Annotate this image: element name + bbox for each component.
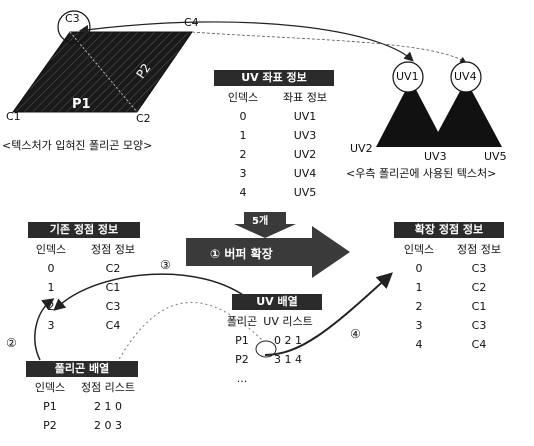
expanded-table-header-vertex: 정점 정보 (457, 243, 501, 256)
base-table-index-column: 인덱스 0 1 2 3 (22, 240, 80, 335)
uv-array-cell (252, 369, 324, 388)
uv-table-cell: 1 (239, 129, 247, 142)
uv-array-header-polygon: 폴리곤 (226, 315, 258, 328)
uv4-label: UV4 (454, 70, 477, 83)
expanded-table-cell: C2 (471, 281, 487, 294)
texture-triangle-left (376, 80, 446, 147)
base-table-cell: C2 (105, 262, 121, 275)
expanded-table-cell: 4 (415, 338, 423, 351)
uv-table-header-coord: 좌표 정보 (283, 91, 327, 104)
expanded-table-cell: C1 (471, 300, 487, 313)
uv5-label: UV5 (484, 150, 507, 163)
expanded-table-cell: C4 (471, 338, 487, 351)
uv-table-cell: 3 (239, 167, 247, 180)
step4-arrow (264, 272, 393, 356)
polygon-array-index-column: 인덱스 P1 P2 (20, 378, 80, 435)
uv-table-cell: UV3 (293, 129, 317, 142)
expanded-table-header-index: 인덱스 (403, 243, 435, 256)
uv-list-highlight (255, 340, 277, 358)
uv-array-polygon-column: 폴리곤 P1 P2 ... (214, 312, 270, 388)
uv-table-cell: UV2 (293, 148, 317, 161)
polygon-caption: <텍스처가 입혀진 폴리곤 모양> (2, 139, 153, 152)
expanded-table-vertex-column: 정점 정보 C3 C2 C1 C3 C4 (448, 240, 510, 354)
base-table-cell: C1 (105, 281, 121, 294)
polygon-array-title: 폴리곤 배열 (26, 361, 138, 377)
polygon-array-cell: P2 (43, 419, 57, 432)
uv-table-cell: 4 (239, 186, 247, 199)
expanded-table-cell: 1 (415, 281, 423, 294)
texture-caption: <우측 폴리곤에 사용된 텍스처> (346, 167, 497, 180)
expanded-table-cell: 0 (415, 262, 423, 275)
polygon-array-cell: P1 (43, 400, 57, 413)
polygon-array-header-vertex: 정점 리스트 (80, 381, 136, 394)
corner-label-c3: C3 (65, 12, 80, 25)
texture-triangle-right (430, 80, 502, 147)
uv-array-list-column: UV 리스트 0 2 1 3 1 4 (252, 312, 324, 388)
uv-table-coord-column: 좌표 정보 UV1 UV3 UV2 UV4 UV5 (274, 88, 336, 202)
uv-array-title: UV 배열 (232, 294, 322, 310)
textured-polygon (12, 31, 193, 113)
corner-label-c2: C2 (136, 112, 151, 125)
uv2-label: UV2 (350, 142, 373, 155)
uv3-label: UV3 (424, 150, 447, 163)
buffer-expand-arrow (186, 226, 350, 278)
base-table-cell: 3 (47, 319, 55, 332)
expand-step-label: ① 버퍼 확장 (210, 247, 273, 261)
expanded-table-title: 확장 정점 정보 (394, 222, 504, 238)
step2-marker: ② (6, 336, 17, 350)
step3-marker: ③ (160, 258, 171, 272)
expanded-table-index-column: 인덱스 0 1 2 3 4 (390, 240, 448, 354)
expanded-table-cell: C3 (471, 262, 487, 275)
polygon-array-vertex-column: 정점 리스트 2 1 0 2 0 3 (72, 378, 144, 435)
polygon-array-cell: 2 0 3 (94, 419, 122, 432)
uv-array-header-list: UV 리스트 (263, 315, 313, 328)
base-table-cell: 0 (47, 262, 55, 275)
base-table-vertex-column: 정점 정보 C2 C1 C3 C4 (82, 240, 144, 335)
polygon-array-cell: 2 1 0 (94, 400, 122, 413)
uv-table-header-index: 인덱스 (227, 91, 259, 104)
uv-array-cell: P2 (235, 353, 249, 366)
uv-table-cell: 2 (239, 148, 247, 161)
uv-table-cell: UV4 (293, 167, 317, 180)
uv-table-cell: 0 (239, 110, 247, 123)
uv1-label: UV1 (396, 70, 419, 83)
step3-arrow (53, 273, 251, 311)
uv-array-cell: P1 (235, 334, 249, 347)
step2-arrow (34, 298, 55, 361)
uv-array-cell: 3 1 4 (274, 353, 302, 366)
uv-table-index-column: 인덱스 0 1 2 3 4 (212, 88, 274, 202)
corner-label-c4: C4 (184, 16, 199, 29)
base-table-cell: 2 (47, 300, 55, 313)
base-table-cell: C4 (105, 319, 121, 332)
base-table-title: 기존 정점 정보 (28, 222, 140, 238)
expanded-table-cell: 2 (415, 300, 423, 313)
c4-uv4-link-arrow (191, 31, 467, 63)
c3-uv-link-arrow (78, 21, 414, 62)
base-table-header-vertex: 정점 정보 (91, 243, 135, 256)
uv-table-title: UV 좌표 정보 (214, 70, 334, 86)
base-table-cell: C3 (105, 300, 121, 313)
face-label-p1: P1 (72, 97, 91, 112)
base-table-cell: 1 (47, 281, 55, 294)
count-label: 5개 (252, 216, 269, 227)
uv4-highlight-circle (450, 61, 482, 93)
uv1-highlight-circle (392, 61, 424, 93)
corner-label-c1: C1 (6, 110, 21, 123)
step4-marker: ④ (350, 327, 361, 341)
count-down-arrow (234, 212, 296, 238)
uv-array-cell: ... (236, 372, 248, 385)
expanded-table-cell: 3 (415, 319, 423, 332)
polygon-array-header-index: 인덱스 (34, 381, 66, 394)
base-table-header-index: 인덱스 (35, 243, 67, 256)
uv-array-cell: 0 2 1 (274, 334, 302, 347)
uv-table-cell: UV1 (293, 110, 317, 123)
expanded-table-cell: C3 (471, 319, 487, 332)
uv-table-cell: UV5 (293, 186, 317, 199)
